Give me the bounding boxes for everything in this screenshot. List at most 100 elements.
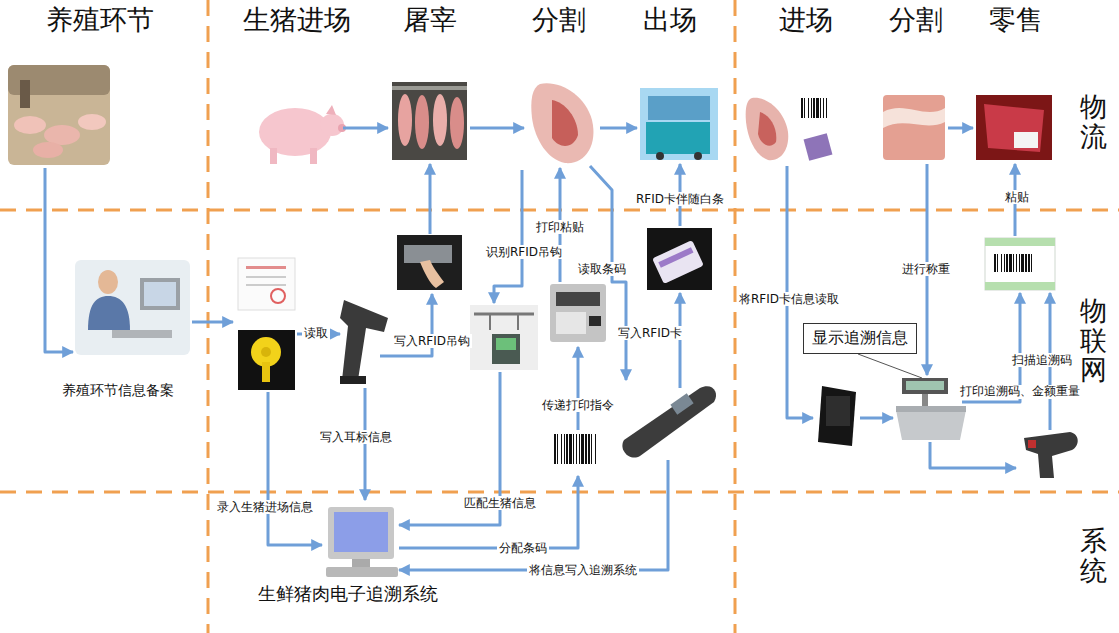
arrow-label: 打印粘贴 (534, 220, 586, 234)
slaughter-line (392, 82, 467, 160)
flow-arrow (399, 476, 578, 548)
barcode-bar (1016, 254, 1017, 272)
arrow-label: 分配条码 (497, 541, 549, 555)
certificate (238, 258, 295, 310)
flow-arrow (343, 127, 388, 130)
barcode-bar (561, 434, 562, 464)
leader-line (858, 354, 922, 378)
arrow-label: 传递打印指令 (540, 398, 616, 412)
barcode-bar (1025, 254, 1027, 272)
barcode-bar (581, 434, 584, 464)
arrow-label: 打印追溯码、金额重量 (958, 385, 1082, 399)
flow-arrow (860, 417, 893, 420)
flow-arrow (577, 347, 580, 430)
system-caption: 生鲜猪肉电子追溯系统 (258, 582, 438, 606)
packaged-pork (976, 95, 1052, 160)
flow-arrow (45, 168, 73, 352)
barcode-bar (1009, 254, 1012, 272)
barcode-bar (595, 434, 596, 464)
stage-heading: 分割 (532, 4, 586, 36)
flow-arrow (399, 460, 668, 570)
flow-arrow (470, 127, 524, 130)
barcode-bar (1004, 254, 1005, 272)
pork-carcass (531, 83, 593, 163)
barcode-bar (1001, 254, 1002, 272)
arrow-label: 读取 (302, 326, 330, 340)
barcode-bar (554, 434, 556, 464)
barcode-bar (1013, 254, 1014, 272)
barcode-bar (997, 254, 998, 272)
flow-arrow (948, 127, 973, 130)
node-text: 显示追溯信息 (812, 328, 908, 349)
node-text: 养殖环节信息备案 (62, 382, 174, 400)
carcass-with-tag (746, 98, 833, 161)
barcode-bar (1028, 254, 1030, 272)
pig (259, 105, 346, 164)
operator-at-computer (75, 260, 190, 355)
barcode-bar (564, 434, 565, 464)
barcode-bar (591, 434, 592, 464)
computer (326, 507, 398, 577)
barcode-bar (566, 434, 568, 464)
stage-heading: 分割 (889, 4, 943, 36)
stage-heading: 进场 (779, 4, 833, 36)
stage-heading: 养殖环节 (46, 4, 154, 36)
flow-arrow (600, 127, 637, 130)
barcode-bar (823, 98, 824, 118)
barcode-bar (1019, 254, 1020, 272)
stage-heading: 出场 (643, 4, 697, 36)
handheld-reader (622, 386, 716, 457)
barcode-bar (585, 434, 587, 464)
arrow-label: 写入耳标信息 (318, 430, 394, 444)
picture-caption: 养殖环节信息备案 (62, 382, 174, 400)
arrow-label: 扫描追溯码 (1010, 353, 1074, 367)
scanner-gun (340, 300, 388, 384)
barcode (554, 434, 596, 464)
arrow-label: 进行称重 (900, 262, 952, 276)
scale (896, 378, 966, 440)
flow-arrow (494, 170, 522, 303)
layer-label: 系统 (1080, 526, 1107, 585)
ear-tag (238, 330, 295, 390)
barcode-bar (816, 98, 819, 118)
arrow-label: 读取条码 (576, 262, 628, 276)
arrow-label: 写入RFID卡 (616, 326, 684, 340)
barcode-bar (1006, 254, 1008, 272)
truck (640, 88, 718, 160)
flow-arrow (930, 442, 1016, 468)
barcode-bar (820, 98, 821, 118)
barcode-bar (569, 434, 572, 464)
barcode-bar (994, 254, 996, 272)
rfid-card (647, 228, 712, 290)
flow-arrow (268, 392, 322, 545)
arrow-label: 将RFID卡信息读取 (737, 292, 841, 306)
flow-arrow (429, 164, 432, 234)
barcode-bar (573, 434, 574, 464)
stage-heading: 生猪进场 (243, 4, 351, 36)
arrow-label: 粘贴 (1003, 190, 1031, 204)
arrow-label: 识别RFID吊钩 (484, 245, 564, 259)
arrow-label: 写入RFID吊钩 (392, 334, 472, 348)
layer-label: 物联网 (1080, 296, 1107, 385)
node-text: 生鲜猪肉电子追溯系统 (258, 582, 438, 606)
stage-heading: 零售 (989, 4, 1043, 36)
barcode-bar (801, 98, 803, 118)
barcode-bar (557, 434, 558, 464)
arrow-label: 匹配生猪信息 (462, 496, 538, 510)
layer-label: 物流 (1080, 92, 1107, 151)
arrow-label: 将信息写入追溯系统 (527, 563, 639, 577)
barcode-bar (813, 98, 815, 118)
scanner-gun (1024, 432, 1078, 478)
info-box: 显示追溯信息 (803, 323, 917, 354)
barcode-bar (826, 98, 827, 118)
rfid-hook-reader (470, 305, 538, 370)
arrow-label: 录入生猪进场信息 (215, 500, 315, 514)
barcode-bar (579, 434, 580, 464)
rfid-hook-writer (397, 235, 462, 290)
flow-arrow (192, 321, 233, 324)
barcode-bar (588, 434, 590, 464)
barcode-bar (808, 98, 809, 118)
barcode-bar (811, 98, 812, 118)
